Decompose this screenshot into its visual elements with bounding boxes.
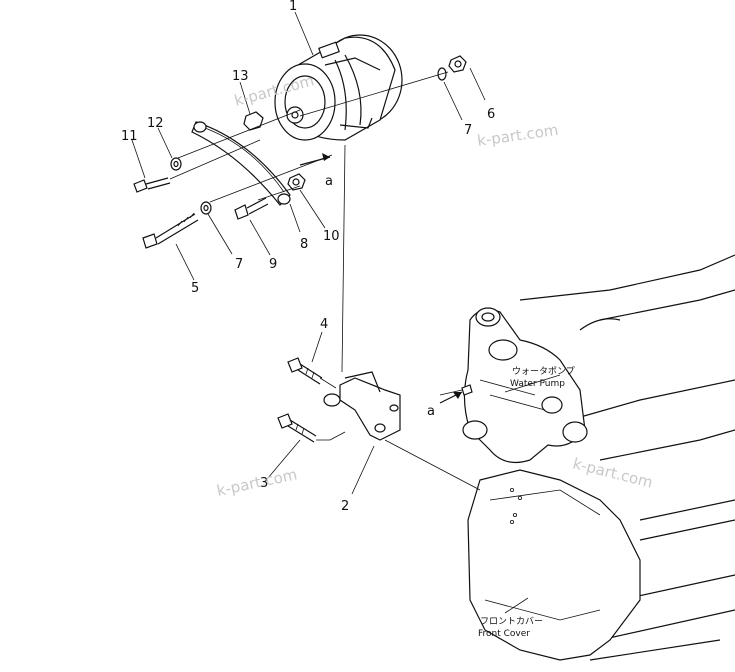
callout-6: 6 [487, 107, 495, 122]
front-cover [467, 469, 641, 661]
watermark: k-part.com [476, 121, 559, 150]
front-cover-label-en: Front Cover [478, 629, 530, 639]
callout-5: 5 [191, 281, 199, 296]
nut-6 [448, 55, 467, 73]
leader-lines [131, 11, 561, 614]
front-cover-label-jp: フロントカバー [480, 616, 543, 627]
water-pump-label-en: Water Pump [510, 379, 565, 389]
callout-8: 8 [300, 237, 308, 252]
callout-10: 10 [323, 229, 340, 244]
bolt-11 [133, 177, 171, 193]
nut-10 [287, 173, 306, 191]
nut-13 [243, 111, 264, 131]
bolt-4 [287, 357, 323, 385]
alternator [274, 34, 403, 141]
arrow-a-top-label: a [325, 174, 333, 189]
bolt-pump [461, 384, 473, 396]
callout-12: 12 [147, 116, 164, 131]
assembly-lines [169, 71, 481, 491]
bolt-9 [234, 197, 269, 220]
callout-4: 4 [320, 317, 328, 332]
mount-bracket [323, 371, 401, 441]
bolt-5 [142, 212, 199, 249]
water-pump-label-jp: ウォータポンプ [512, 366, 575, 377]
watermark: k-part.com [571, 454, 655, 491]
watermark: k-part.com [215, 465, 299, 500]
callout-9: 9 [269, 257, 277, 272]
arrow-a-top: a [299, 153, 333, 189]
callout-2: 2 [341, 499, 349, 514]
engine-block [519, 254, 735, 661]
bolt-3 [277, 413, 317, 443]
washer-7-lower [200, 201, 212, 215]
callout-3: 3 [260, 476, 268, 491]
arrow-a-pump-label: a [427, 404, 435, 419]
callout-11: 11 [121, 129, 138, 144]
arrow-a-pump: a [427, 391, 463, 419]
washer-12 [170, 157, 182, 171]
callout-7-lower: 7 [235, 257, 243, 272]
callout-13: 13 [232, 69, 249, 84]
callout-7-upper: 7 [464, 123, 472, 138]
callout-1: 1 [289, 0, 297, 14]
